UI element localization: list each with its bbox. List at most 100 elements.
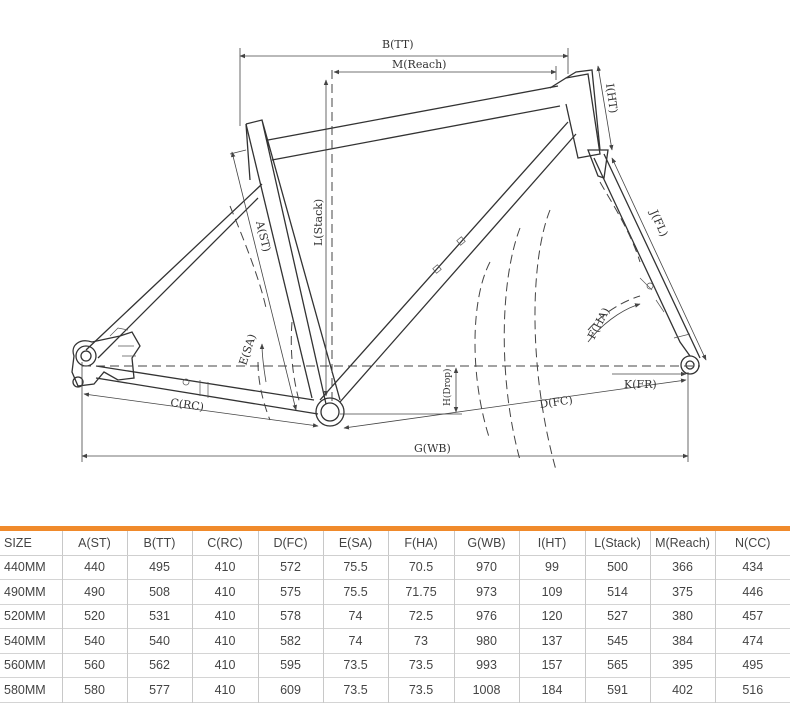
header-fc: D(FC) [258, 531, 324, 556]
header-st: A(ST) [62, 531, 128, 556]
header-stack: L(Stack) [585, 531, 651, 556]
cell: 120 [519, 604, 586, 629]
cell: 410 [192, 677, 259, 702]
header-cc: N(CC) [715, 531, 790, 556]
cell: 137 [519, 628, 586, 653]
label-reach: M(Reach) [392, 58, 446, 71]
cell: 970 [454, 555, 520, 580]
label-tt: B(TT) [382, 38, 414, 51]
frame-outline [71, 69, 701, 427]
label-fl: J(FL) [647, 207, 671, 239]
cell: 366 [650, 555, 716, 580]
cell-size: 440MM [0, 555, 63, 580]
cell: 980 [454, 628, 520, 653]
cell: 531 [127, 604, 193, 629]
cell-size: 540MM [0, 628, 63, 653]
cell: 74 [323, 628, 389, 653]
label-stack: L(Stack) [312, 199, 325, 246]
table-row: 440MM 440 495 410 572 75.5 70.5 970 99 5… [0, 555, 790, 580]
cell: 514 [585, 579, 651, 604]
geometry-table-container: SIZE A(ST) B(TT) C(RC) D(FC) E(SA) F(HA)… [0, 526, 790, 721]
cell: 410 [192, 604, 259, 629]
cell: 609 [258, 677, 324, 702]
cell: 73.5 [388, 677, 455, 702]
cell: 500 [585, 555, 651, 580]
label-fc: D(FC) [539, 393, 574, 411]
cell: 74 [323, 604, 389, 629]
cell: 973 [454, 579, 520, 604]
cell: 580 [62, 677, 128, 702]
cell: 577 [127, 677, 193, 702]
cell: 495 [127, 555, 193, 580]
cell: 184 [519, 677, 586, 702]
cell: 545 [585, 628, 651, 653]
cell: 109 [519, 579, 586, 604]
geometry-table: SIZE A(ST) B(TT) C(RC) D(FC) E(SA) F(HA)… [0, 531, 790, 703]
label-drop: H(Drop) [442, 368, 453, 406]
cell: 75.5 [323, 555, 389, 580]
header-rc: C(RC) [192, 531, 259, 556]
header-size: SIZE [0, 531, 63, 556]
cell: 73.5 [323, 653, 389, 678]
header-tt: B(TT) [127, 531, 193, 556]
cell: 575 [258, 579, 324, 604]
cell: 375 [650, 579, 716, 604]
table-header-row: SIZE A(ST) B(TT) C(RC) D(FC) E(SA) F(HA)… [0, 531, 790, 556]
cell: 565 [585, 653, 651, 678]
cell: 976 [454, 604, 520, 629]
label-rc: C(RC) [170, 396, 205, 414]
cell-size: 560MM [0, 653, 63, 678]
header-wb: G(WB) [454, 531, 520, 556]
cell: 157 [519, 653, 586, 678]
cell: 410 [192, 555, 259, 580]
cell: 474 [742, 633, 764, 648]
bike-frame-geometry-diagram: B(TT) M(Reach) I(HT) J(FL) L(Stack) A(ST… [71, 38, 707, 471]
table-row: 540MM 540 540 410 582 74 73 980 137 545 … [0, 628, 790, 653]
dimension-lines [81, 48, 707, 462]
cell: 75.5 [323, 579, 389, 604]
label-sa: E(SA) [236, 332, 258, 367]
cell: 410 [192, 579, 259, 604]
cell: 434 [742, 560, 764, 575]
cell: 490 [62, 579, 128, 604]
cell: 457 [742, 609, 764, 624]
cell: 595 [258, 653, 324, 678]
header-ha: F(HA) [388, 531, 455, 556]
cell: 402 [650, 677, 716, 702]
label-fr: K(FR) [624, 378, 657, 391]
table-row: 490MM 490 508 410 575 75.5 71.75 973 109… [0, 579, 790, 604]
cell: 495 [742, 658, 764, 673]
table-row: 580MM 580 577 410 609 73.5 73.5 1008 184… [0, 677, 790, 702]
header-sa: E(SA) [323, 531, 389, 556]
cell: 73 [388, 628, 455, 653]
cell: 540 [62, 628, 128, 653]
cell: 582 [258, 628, 324, 653]
cell: 578 [258, 604, 324, 629]
cell: 560 [62, 653, 128, 678]
cell: 540 [127, 628, 193, 653]
cell: 591 [585, 677, 651, 702]
cell: 572 [258, 555, 324, 580]
cell: 99 [519, 555, 586, 580]
label-ha: F(HA) [585, 305, 612, 341]
header-ht: I(HT) [519, 531, 586, 556]
cell: 73.5 [388, 653, 455, 678]
cell: 516 [742, 682, 764, 697]
cell: 380 [650, 604, 716, 629]
cell: 395 [650, 653, 716, 678]
cell: 70.5 [388, 555, 455, 580]
label-wb: G(WB) [414, 442, 451, 455]
cell: 993 [454, 653, 520, 678]
accent-bar [0, 526, 790, 531]
reference-lines [82, 70, 700, 471]
cell-size: 520MM [0, 604, 63, 629]
label-ht: I(HT) [603, 83, 620, 114]
cell-size: 490MM [0, 579, 63, 604]
cell: 410 [192, 628, 259, 653]
cell: 73.5 [323, 677, 389, 702]
cell: 410 [192, 653, 259, 678]
cell: 508 [127, 579, 193, 604]
cell: 562 [127, 653, 193, 678]
cell: 446 [742, 584, 764, 599]
cell: 520 [62, 604, 128, 629]
